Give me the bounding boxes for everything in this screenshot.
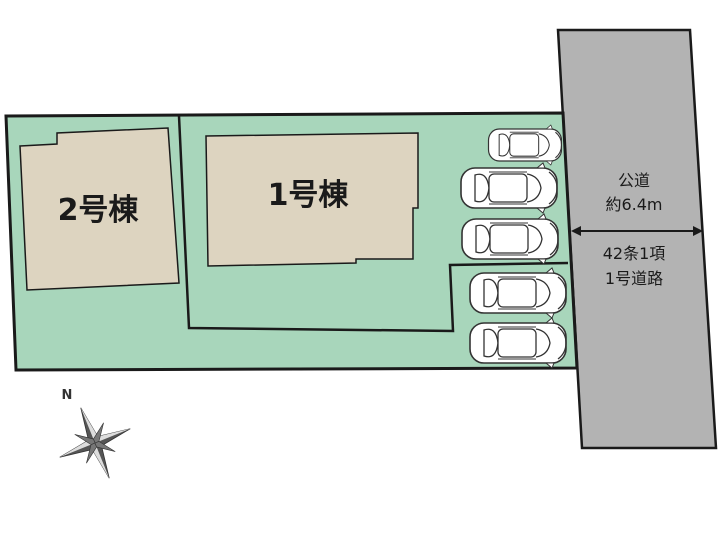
public-road (556, 28, 718, 450)
car-icon (460, 162, 558, 214)
compass-north-label: N (62, 388, 73, 403)
car-icon (469, 317, 567, 369)
car-icon (469, 267, 567, 319)
compass-icon (59, 407, 131, 479)
road-width-arrow (571, 226, 703, 236)
car-icon (461, 213, 559, 265)
lot-boundary-line (177, 115, 569, 333)
road-classification-line1: 42条1項 (603, 244, 666, 263)
building-1-footprint (205, 132, 419, 267)
building-2-footprint (19, 127, 180, 291)
building-1-label: 1号棟 (268, 178, 350, 213)
road-name-label: 公道 (618, 171, 650, 190)
car-icon (487, 124, 563, 166)
road-classification-line2: 1号道路 (605, 269, 663, 288)
building-2-label: 2号棟 (58, 193, 140, 228)
road-width-label: 約6.4m (605, 195, 662, 214)
